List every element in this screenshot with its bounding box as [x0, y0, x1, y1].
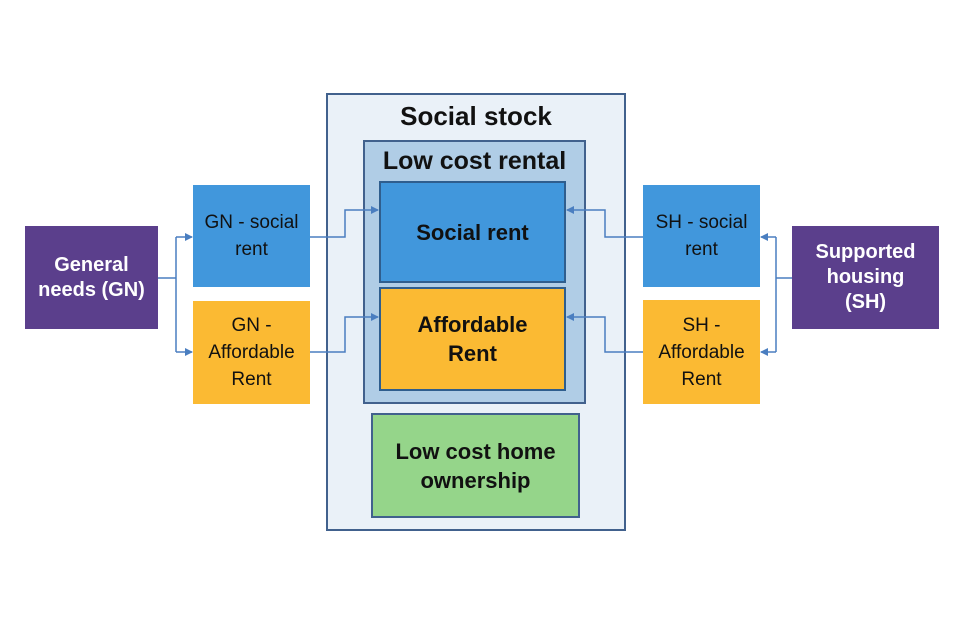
gn-affordable-rent-label: GN - Affordable Rent — [208, 315, 295, 390]
arrow-gn-social-to-social-rent — [310, 206, 379, 238]
supported-housing-box: Supported housing (SH) — [792, 226, 939, 329]
sh-affordable-rent-box: SH - Affordable Rent — [643, 300, 760, 404]
general-needs-label: General needs (GN) — [38, 253, 145, 301]
low-cost-home-ownership-box: Low cost home ownership — [371, 413, 580, 518]
gn-social-rent-label: GN - social rent — [204, 212, 299, 260]
sh-affordable-rent-label: SH - Affordable Rent — [658, 314, 745, 390]
social-rent-box: Social rent — [379, 181, 566, 283]
low-cost-rental-title: Low cost rental — [382, 147, 567, 175]
low-cost-home-ownership-label: Low cost home ownership — [395, 438, 556, 493]
affordable-rent-box: Affordable Rent — [379, 287, 566, 391]
gn-split-connector — [158, 237, 177, 352]
arrow-sh-affordable-to-affordable-rent — [566, 313, 643, 353]
sh-social-rent-box: SH - social rent — [643, 185, 760, 287]
gn-social-rent-box: GN - social rent — [193, 185, 310, 287]
sh-social-rent-label: SH - social rent — [655, 212, 748, 260]
sh-split-connector — [775, 237, 792, 352]
supported-housing-label: Supported housing (SH) — [815, 241, 916, 313]
gn-affordable-rent-box: GN - Affordable Rent — [193, 301, 310, 404]
general-needs-box: General needs (GN) — [25, 226, 158, 329]
arrow-gn-affordable-to-affordable-rent — [310, 313, 379, 353]
affordable-rent-label: Affordable Rent — [417, 312, 528, 366]
arrow-sh-social-to-social-rent — [566, 206, 643, 238]
social-stock-title: Social stock — [400, 101, 552, 131]
social-rent-label: Social rent — [416, 219, 529, 245]
